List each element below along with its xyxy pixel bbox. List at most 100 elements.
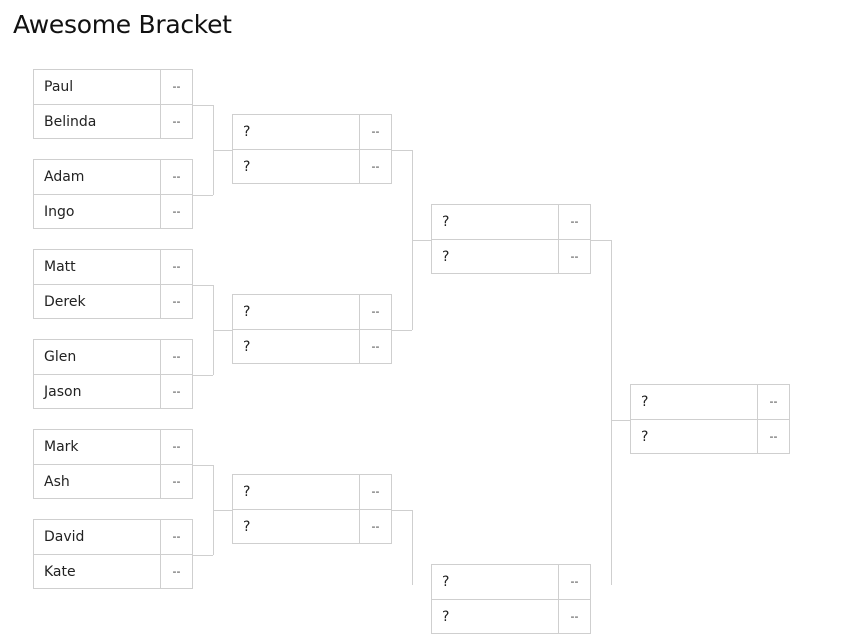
match-r3-2: ? -- ? -- [431, 564, 591, 634]
team-score: -- [371, 340, 380, 353]
team-name: ? [631, 420, 758, 453]
team-score: -- [371, 160, 380, 173]
team-name: ? [432, 565, 559, 599]
team-score: -- [371, 520, 380, 533]
team-name: ? [432, 205, 559, 239]
team-name: ? [432, 600, 559, 633]
team-name: Kate [34, 555, 161, 588]
team-slot[interactable]: ? -- [432, 239, 590, 273]
match-r1-2: Adam -- Ingo -- [33, 159, 193, 229]
team-score: -- [371, 125, 380, 138]
connector-line [391, 510, 412, 511]
team-score: -- [172, 530, 181, 543]
team-score: -- [172, 295, 181, 308]
team-name: ? [631, 385, 758, 419]
team-slot[interactable]: David -- [34, 520, 192, 554]
connector-line [213, 510, 232, 511]
team-score: -- [570, 610, 579, 623]
team-score: -- [172, 475, 181, 488]
team-slot[interactable]: Glen -- [34, 340, 192, 374]
connector-line [611, 420, 630, 421]
team-slot[interactable]: ? -- [233, 149, 391, 183]
connector-line [213, 150, 232, 151]
team-name: ? [432, 240, 559, 273]
match-r4-1: ? -- ? -- [630, 384, 790, 454]
team-score: -- [371, 485, 380, 498]
team-score: -- [172, 440, 181, 453]
team-slot[interactable]: ?-- [233, 509, 391, 543]
team-slot[interactable]: Kate -- [34, 554, 192, 588]
team-score: -- [172, 115, 181, 128]
team-name: Matt [34, 250, 161, 284]
match-r2-1: ? -- ? -- [232, 114, 392, 184]
match-r1-6: David -- Kate -- [33, 519, 193, 589]
team-name: Belinda [34, 105, 161, 138]
team-slot[interactable]: Ingo -- [34, 194, 192, 228]
connector-line [590, 240, 611, 241]
team-score: -- [172, 350, 181, 363]
team-slot[interactable]: ? -- [631, 385, 789, 419]
connector-line [412, 240, 431, 241]
team-name: Derek [34, 285, 161, 318]
team-score: -- [570, 250, 579, 263]
team-slot[interactable]: Mark -- [34, 430, 192, 464]
team-slot[interactable]: ? -- [631, 419, 789, 453]
team-slot[interactable]: Ash -- [34, 464, 192, 498]
team-slot[interactable]: ? -- [432, 565, 590, 599]
team-name: ? [233, 150, 360, 183]
team-slot[interactable]: ? -- [432, 599, 590, 633]
team-slot[interactable]: ? -- [233, 329, 391, 363]
team-slot[interactable]: Adam -- [34, 160, 192, 194]
connector-line [192, 105, 213, 106]
match-r1-5: Mark -- Ash -- [33, 429, 193, 499]
team-score: -- [769, 430, 778, 443]
team-name: ? [233, 295, 360, 329]
team-score: -- [172, 565, 181, 578]
connector-line [192, 555, 213, 556]
connector-line [611, 240, 612, 585]
team-name: ? [233, 330, 360, 363]
team-name: Paul [34, 70, 161, 104]
team-name: ? [233, 475, 360, 509]
connector-line [192, 195, 213, 196]
team-slot[interactable]: ? -- [432, 205, 590, 239]
team-name: Ash [34, 465, 161, 498]
team-name: Glen [34, 340, 161, 374]
page-title: Awesome Bracket [13, 10, 232, 39]
match-r2-3: ?-- ?-- [232, 474, 392, 544]
connector-line [192, 375, 213, 376]
team-name: Adam [34, 160, 161, 194]
team-slot[interactable]: ? -- [233, 115, 391, 149]
team-slot[interactable]: Derek -- [34, 284, 192, 318]
team-score: -- [570, 215, 579, 228]
team-name: Ingo [34, 195, 161, 228]
team-slot[interactable]: ? -- [233, 475, 391, 509]
match-r1-3: Matt -- Derek -- [33, 249, 193, 319]
team-name: David [34, 520, 161, 554]
team-slot[interactable]: ? -- [233, 295, 391, 329]
team-score: -- [172, 170, 181, 183]
match-r1-1: Paul -- Belinda -- [33, 69, 193, 139]
team-slot[interactable]: Paul -- [34, 70, 192, 104]
team-score: -- [172, 260, 181, 273]
team-slot[interactable]: Belinda -- [34, 104, 192, 138]
connector-line [391, 330, 412, 331]
team-score: -- [570, 575, 579, 588]
connector-line [213, 330, 232, 331]
team-name: Mark [34, 430, 161, 464]
connector-line [391, 150, 412, 151]
team-score: -- [172, 385, 181, 398]
team-score: -- [172, 80, 181, 93]
team-score: -- [172, 205, 181, 218]
match-r3-1: ? -- ? -- [431, 204, 591, 274]
match-r2-2: ? -- ? -- [232, 294, 392, 364]
team-score: -- [371, 305, 380, 318]
team-slot[interactable]: Jason -- [34, 374, 192, 408]
team-slot[interactable]: Matt -- [34, 250, 192, 284]
connector-line [412, 510, 413, 585]
connector-line [192, 285, 213, 286]
team-name: Jason [34, 375, 161, 408]
match-r1-4: Glen -- Jason -- [33, 339, 193, 409]
team-name: ? [233, 115, 360, 149]
team-score: -- [769, 395, 778, 408]
